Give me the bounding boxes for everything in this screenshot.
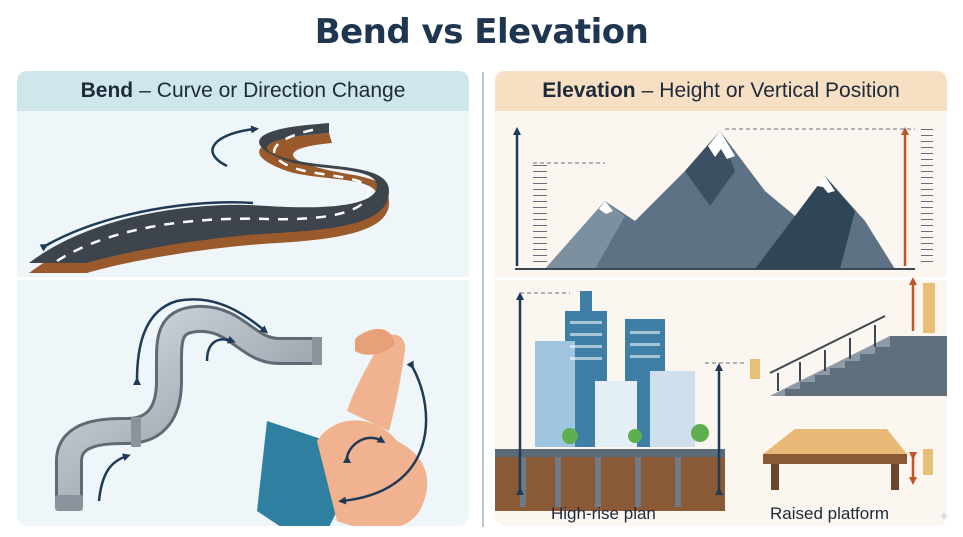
- elevation-header-definition: Height or Vertical Position: [659, 79, 900, 102]
- winding-road-illustration: [29, 123, 390, 273]
- raised-platform-illustration: [763, 429, 933, 490]
- bend-header: Bend – Curve or Direction Change: [17, 71, 469, 111]
- bend-panel-separator: [17, 277, 469, 280]
- bend-panel: Bend – Curve or Direction Change: [17, 71, 469, 526]
- panel-divider: [482, 72, 484, 527]
- elevation-illustrations: [495, 127, 947, 511]
- sparkle-icon: ✦: [938, 508, 950, 524]
- elevation-header-dash: –: [641, 79, 654, 102]
- high-rise-illustration: [495, 291, 760, 511]
- elevation-panel-separator: [495, 277, 947, 280]
- bend-header-definition: Curve or Direction Change: [156, 79, 406, 102]
- flexed-arm-illustration: [257, 328, 428, 526]
- elevation-header-term: Elevation: [542, 79, 636, 102]
- bend-illustrations: [29, 123, 428, 526]
- high-rise-caption: High-rise plan: [551, 504, 656, 523]
- elevation-panel: Elevation – Height or Vertical Position: [495, 71, 947, 526]
- elevation-header: Elevation – Height or Vertical Position: [495, 71, 947, 111]
- bend-header-dash: –: [139, 79, 151, 102]
- staircase-illustration: [769, 277, 947, 396]
- bent-pipe-illustration: [55, 298, 322, 511]
- mountains-illustration: [513, 127, 933, 270]
- page-title: Bend vs Elevation: [314, 12, 649, 52]
- raised-platform-caption: Raised platform: [770, 504, 890, 523]
- bend-header-term: Bend: [80, 79, 134, 102]
